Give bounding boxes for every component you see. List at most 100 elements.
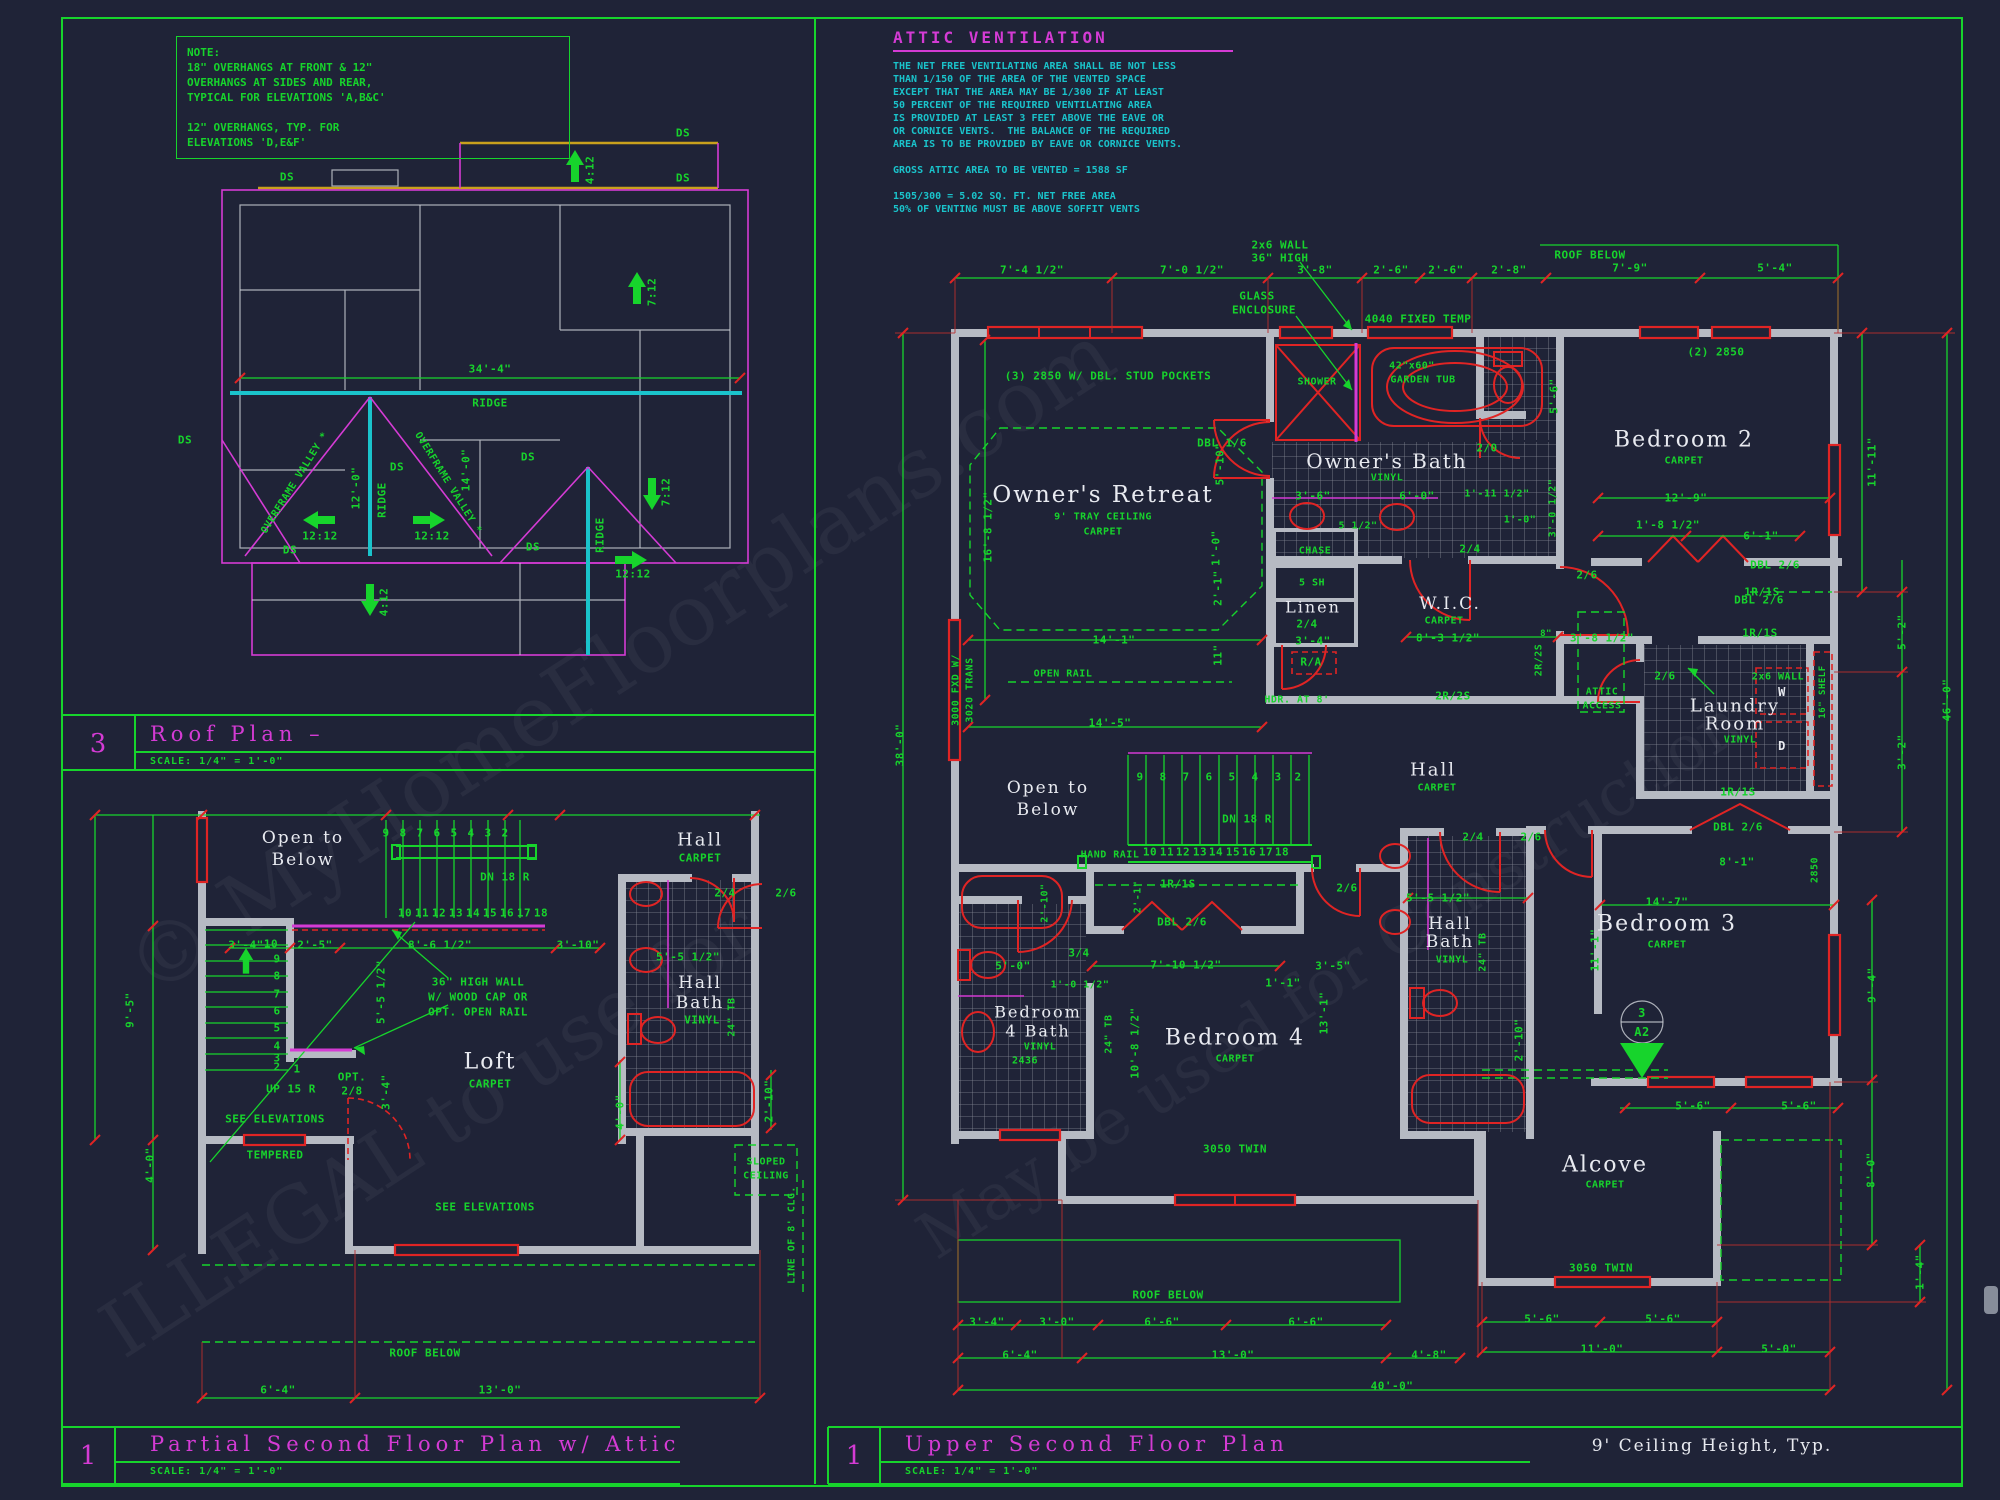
plan-label: Loft (463, 1049, 517, 1075)
plan-label: DS (279, 170, 295, 184)
plan-label: CARPET (1585, 1179, 1625, 1191)
plan-label: 8" (1540, 629, 1552, 639)
text-line: 50 PERCENT OF THE REQUIRED VENTILATING A… (893, 100, 1152, 111)
detail-number-partial: 1 (79, 1441, 97, 1471)
plan-label: 2'-5" (297, 938, 333, 952)
title-upper-second-floor: Upper Second Floor Plan (905, 1432, 1289, 1456)
plan-label: 5'-6" (1781, 1099, 1817, 1113)
plan-label: 7'-0 1/2" (1159, 263, 1225, 277)
plan-label: 4'-8" (1411, 1348, 1447, 1362)
plan-label: RIDGE (593, 517, 607, 553)
plan-label: 4'-0" (143, 1147, 157, 1183)
plan-label: 13'-0" (1211, 1348, 1255, 1362)
plan-label: R/A (1300, 655, 1322, 669)
plan-label: CHASE (1298, 545, 1332, 557)
plan-label: 5'-10" (1213, 442, 1227, 486)
plan-label: 2/0 (1476, 441, 1498, 455)
plan-label: CARPET (1215, 1053, 1255, 1065)
plan-label: Open to (1006, 778, 1090, 798)
plan-label: 5'-4" (1757, 261, 1793, 275)
plan-label: Hall (1410, 759, 1456, 781)
plan-label: 5 1/2" (1338, 520, 1378, 532)
plan-label: CARPET (1417, 782, 1457, 794)
plan-label: ATTIC (1585, 686, 1619, 698)
plan-label: 10 (263, 937, 279, 951)
plan-label: W.I.C. (1419, 594, 1481, 614)
plan-label: 5'-6" (1547, 378, 1561, 414)
plan-label: 9' TRAY CEILING (1054, 511, 1152, 523)
plan-label: 2/4 (1462, 830, 1484, 844)
plan-label: VINYL (1723, 734, 1757, 746)
plan-label: 1'-0" (1209, 530, 1223, 566)
plan-label: 6'-4" (260, 1383, 296, 1397)
plan-label: 12:12 (615, 567, 651, 581)
plan-label: 14'-5" (1088, 716, 1132, 730)
plan-label: 18 (1274, 845, 1290, 859)
plan-label: 14 (465, 906, 481, 920)
plan-label: 24" TB (726, 997, 738, 1037)
plan-label: 7'-4 1/2" (999, 263, 1065, 277)
plan-label: 4 (273, 1039, 281, 1053)
plan-label: 7 (1182, 770, 1190, 784)
plan-label: 13'-0" (478, 1383, 522, 1397)
plan-label: GARDEN TUB (1390, 374, 1456, 386)
plan-label: 17 (1258, 845, 1274, 859)
plan-label: VINYL (684, 1013, 720, 1027)
plan-label: GLASS (1239, 289, 1275, 303)
plan-label: 3'-0" (1039, 1315, 1075, 1329)
plan-label: 6 (1205, 770, 1213, 784)
plan-label: ROOF BELOW (1554, 248, 1626, 262)
plan-label: VINYL (1435, 954, 1469, 966)
plan-label: 5'-6" (1524, 1312, 1560, 1326)
plan-label: 5'-5 1/2" (655, 950, 721, 964)
plan-label: 2x6 WALL (1251, 238, 1309, 252)
plan-label: 5'-5 1/2" (1405, 891, 1471, 905)
plan-label: 8'-1" (1719, 855, 1755, 869)
plan-label: 3 (1638, 1006, 1646, 1020)
plan-label: 34'-4" (468, 362, 512, 376)
plan-label: 7 (273, 987, 281, 1001)
plan-label: 24" TB (1103, 1014, 1115, 1054)
text-line: OR CORNICE VENTS. THE BALANCE OF THE REQ… (893, 126, 1170, 137)
plan-label: Laundry (1689, 695, 1781, 717)
plan-label: DN 18 R (480, 870, 530, 884)
plan-label: 14'-1" (1092, 633, 1136, 647)
plan-label: TEMPERED (246, 1148, 304, 1162)
plan-label: 3/4 (1068, 946, 1090, 960)
plan-label: Alcove (1562, 1152, 1648, 1178)
plan-label: OPEN RAIL (1033, 668, 1093, 680)
plan-label: Hall (678, 973, 722, 993)
plan-label: 1'-1" (1265, 976, 1301, 990)
plan-label: RIDGE (472, 396, 508, 410)
plan-label: 1 (293, 1062, 301, 1076)
text-line: EXCEPT THAT THE AREA MAY BE 1/300 IF AT … (893, 87, 1164, 98)
plan-label: 7:12 (659, 477, 673, 507)
plan-label: 3 (1274, 770, 1282, 784)
plan-label: 15 (1225, 845, 1241, 859)
plan-label: 4'-0" (613, 1094, 627, 1130)
plan-label: 10 (397, 906, 413, 920)
plan-label: ROOF BELOW (389, 1346, 461, 1360)
roof-plan (221, 141, 749, 656)
plan-label: 6'-6" (1288, 1315, 1324, 1329)
plan-label: CARPET (468, 1077, 512, 1091)
plan-label: 7 (416, 826, 424, 840)
plan-label: DN 18 R (1222, 812, 1272, 826)
plan-label: A2 (1634, 1025, 1650, 1039)
plan-label: DS (675, 126, 691, 140)
plan-label: Owner's Bath (1306, 449, 1468, 473)
scale-partial-second-floor: SCALE: 1/4" = 1'-0" (150, 1466, 284, 1477)
scrollbar-thumb[interactable] (1984, 1286, 1998, 1314)
plan-label: 9'-5" (123, 992, 137, 1028)
plan-label: 13 (1192, 845, 1208, 859)
plan-label: 2/6 (1336, 881, 1358, 895)
plan-label: DS (525, 540, 541, 554)
plan-label: Owner's Retreat (992, 482, 1214, 508)
plan-label: 2'-10" (762, 1079, 776, 1123)
plan-label: 3'-8 1/2" (1569, 631, 1635, 645)
plan-label: 2'-10" (1039, 883, 1051, 923)
plan-label: Open to (261, 828, 345, 848)
overhang-note: NOTE:18" OVERHANGS AT FRONT & 12"OVERHAN… (176, 36, 570, 159)
